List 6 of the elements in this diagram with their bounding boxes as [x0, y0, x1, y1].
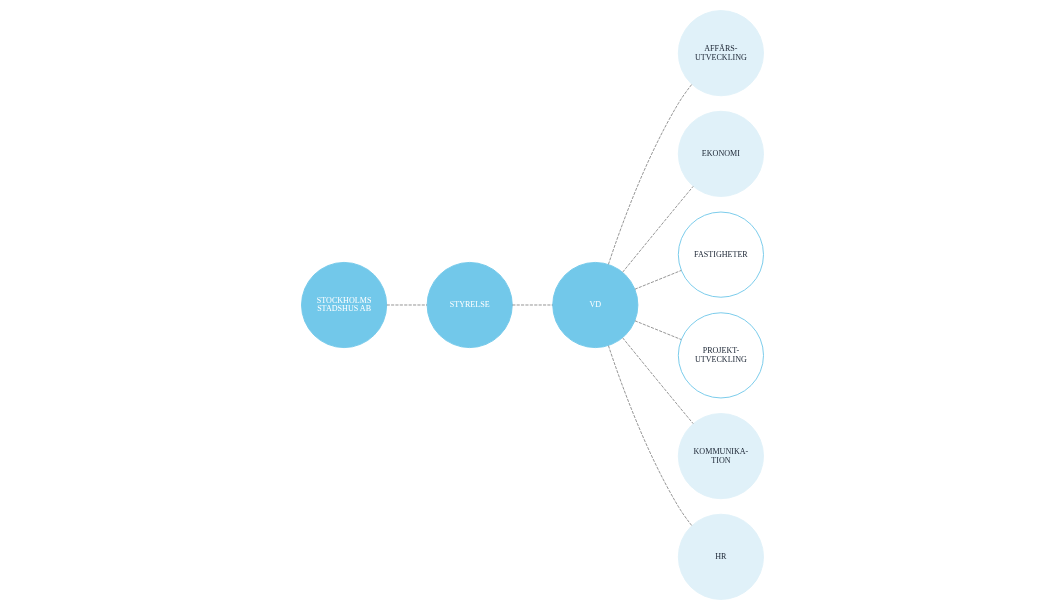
connector — [607, 84, 692, 265]
connector — [607, 345, 692, 526]
connector — [621, 186, 693, 273]
connector — [634, 270, 681, 290]
connector — [621, 337, 693, 424]
connector — [634, 320, 681, 340]
